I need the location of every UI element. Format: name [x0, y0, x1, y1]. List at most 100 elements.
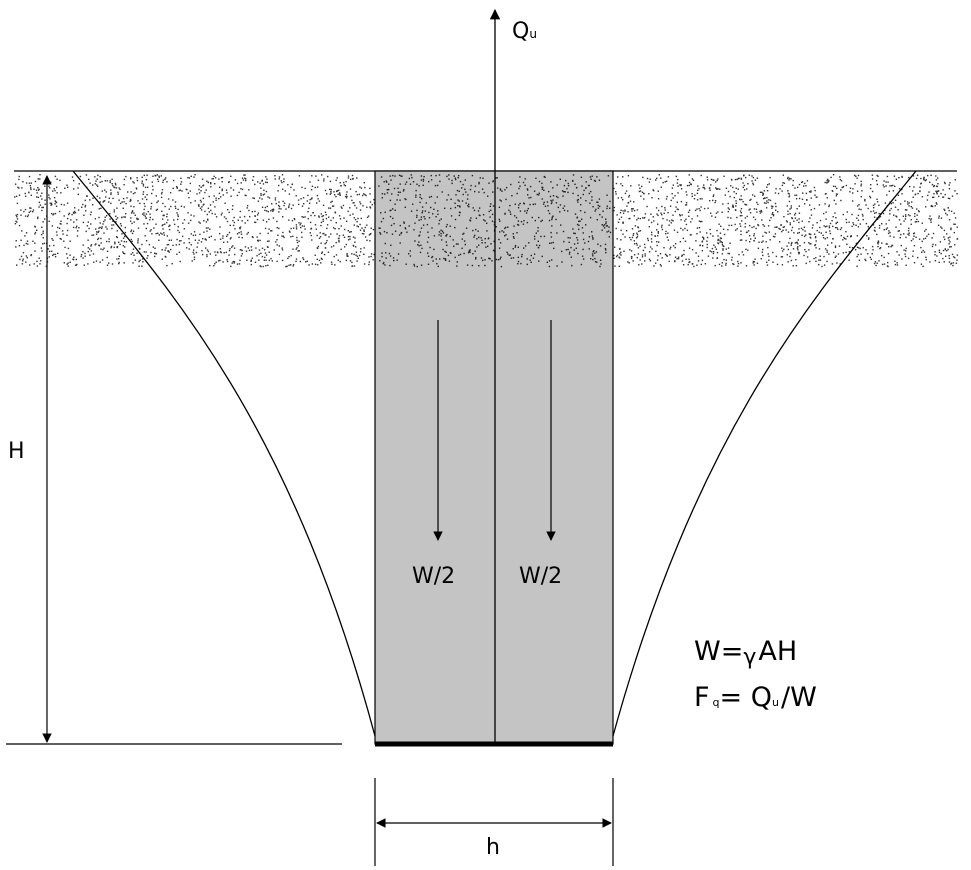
- soil-dot: [543, 201, 545, 203]
- soil-dot: [454, 226, 456, 229]
- soil-dot: [925, 256, 927, 258]
- soil-dot: [281, 249, 284, 251]
- soil-dot: [92, 204, 94, 206]
- soil-dot: [120, 240, 123, 242]
- soil-dot: [836, 227, 838, 229]
- soil-dot: [797, 249, 799, 251]
- soil-dot: [42, 243, 44, 245]
- soil-dot: [589, 202, 591, 204]
- soil-dot: [706, 236, 709, 239]
- soil-dot: [870, 258, 872, 260]
- soil-dot: [40, 233, 43, 236]
- soil-dot: [842, 213, 844, 216]
- soil-dot: [796, 219, 798, 221]
- soil-dot: [504, 235, 506, 237]
- soil-dot: [446, 199, 448, 201]
- soil-dot: [182, 222, 184, 224]
- soil-dot: [707, 255, 710, 257]
- soil-dot: [169, 192, 172, 194]
- soil-dot: [230, 175, 232, 177]
- soil-dot: [188, 238, 190, 240]
- soil-dot: [730, 259, 733, 261]
- soil-dot: [180, 240, 182, 242]
- soil-dot: [876, 174, 878, 177]
- soil-dot: [339, 218, 342, 220]
- soil-dot: [265, 181, 267, 183]
- soil-dot: [414, 240, 416, 242]
- soil-dot: [636, 236, 639, 238]
- soil-dot: [684, 204, 687, 206]
- soil-dot: [461, 200, 464, 202]
- soil-dot: [693, 198, 696, 200]
- soil-dot: [871, 174, 874, 176]
- soil-dot: [133, 212, 135, 214]
- soil-dot: [149, 219, 151, 221]
- soil-dot: [722, 245, 724, 247]
- soil-dot: [118, 261, 120, 264]
- soil-dot: [664, 209, 666, 211]
- soil-dot: [280, 180, 282, 182]
- soil-dot: [290, 254, 292, 257]
- soil-dot: [295, 226, 298, 228]
- soil-dot: [134, 259, 136, 261]
- soil-dot: [150, 206, 152, 208]
- soil-dot: [281, 174, 284, 176]
- soil-dot: [413, 229, 415, 231]
- soil-dot: [176, 187, 178, 189]
- soil-dot: [559, 178, 561, 180]
- soil-dot: [701, 241, 703, 243]
- soil-dot: [92, 197, 94, 199]
- soil-dot: [166, 235, 168, 237]
- soil-dot: [534, 203, 536, 205]
- soil-dot: [131, 211, 134, 213]
- soil-dot: [956, 259, 958, 261]
- soil-dot: [491, 220, 494, 222]
- soil-dot: [47, 248, 49, 250]
- soil-dot: [685, 191, 687, 193]
- soil-dot: [356, 255, 359, 257]
- soil-dot: [347, 239, 350, 241]
- soil-dot: [917, 220, 920, 223]
- soil-dot: [342, 204, 345, 207]
- soil-dot: [561, 190, 564, 192]
- soil-dot: [137, 242, 139, 244]
- soil-dot: [372, 259, 374, 261]
- soil-dot: [261, 206, 264, 208]
- soil-dot: [777, 192, 780, 195]
- soil-dot: [661, 257, 663, 259]
- soil-dot: [687, 211, 690, 213]
- soil-dot: [716, 187, 718, 190]
- soil-dot: [804, 248, 806, 251]
- soil-dot: [675, 175, 677, 178]
- soil-dot: [343, 236, 346, 238]
- soil-dot: [517, 256, 519, 259]
- soil-dot: [948, 257, 951, 260]
- soil-dot: [216, 251, 219, 253]
- soil-dot: [469, 251, 471, 253]
- soil-dot: [538, 216, 540, 219]
- soil-dot: [131, 240, 133, 243]
- soil-dot: [130, 205, 132, 207]
- soil-dot: [404, 228, 407, 230]
- soil-dot: [938, 215, 940, 217]
- soil-dot: [160, 232, 162, 234]
- soil-dot: [94, 183, 96, 185]
- soil-dot: [452, 239, 454, 241]
- soil-dot: [932, 185, 935, 188]
- soil-dot: [311, 175, 313, 177]
- soil-dot: [907, 203, 909, 205]
- soil-dot: [27, 243, 29, 245]
- soil-dot: [253, 197, 255, 200]
- soil-dot: [660, 226, 663, 228]
- soil-dot: [707, 207, 709, 209]
- soil-dot: [166, 264, 168, 267]
- soil-dot: [908, 232, 910, 234]
- soil-dot: [720, 237, 723, 240]
- soil-dot: [349, 207, 351, 209]
- soil-dot: [419, 251, 422, 254]
- soil-dot: [430, 195, 433, 198]
- soil-dot: [782, 174, 784, 176]
- soil-dot: [213, 265, 215, 267]
- soil-dot: [710, 212, 712, 214]
- soil-dot: [927, 233, 930, 235]
